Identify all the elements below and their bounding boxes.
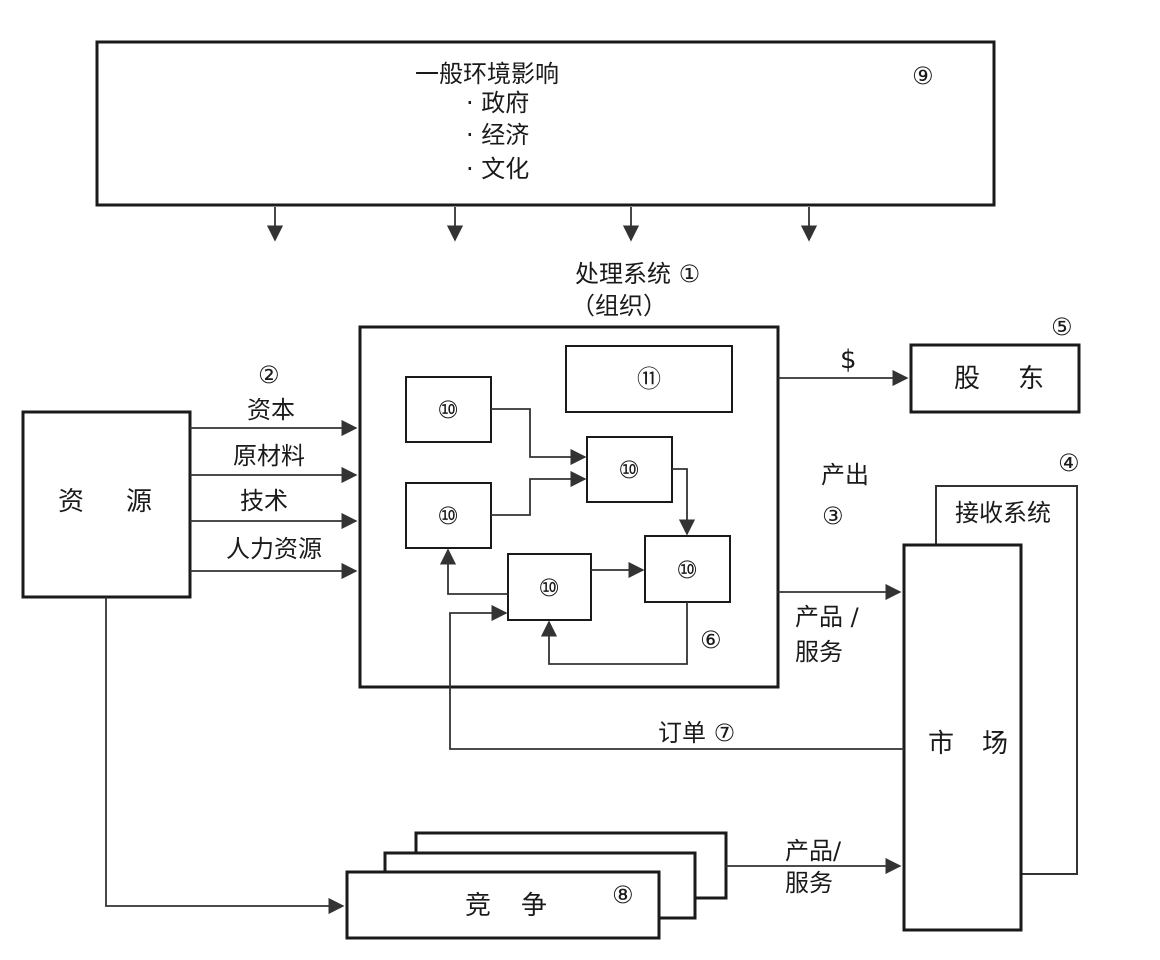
environment-item-culture: · 文化 [466,155,529,183]
receiving-system-frame [935,485,1078,875]
environment-item-government: · 政府 [466,89,529,117]
competition-stack: 竞 争 ⑧ [345,831,728,940]
competition-flow-label-b: 服务 [785,869,833,897]
resources-to-competition-arrow [105,597,345,915]
input-label-technology: 技术 [240,487,288,515]
input-label-materials: 原材料 [233,442,305,470]
shareholders-label-b: 东 [1018,364,1044,394]
processing-box: ⑪ ⑩ ⑩ ⑩ ⑩ ⑩ ⑥ [358,325,780,689]
resources-number: ② [258,361,280,389]
subsystem-node [507,553,592,621]
node-connector [672,468,696,536]
shareholders-number: ⑤ [1051,313,1073,341]
feedback-loop [540,602,688,665]
subsystem-node [586,436,673,503]
market-label-b: 场 [982,729,1008,759]
feedback-number: ⑥ [700,626,722,654]
input-label-human: 人力资源 [226,535,322,563]
environment-arrows [266,207,818,242]
subsystem-node-label: ⑩ [676,556,698,584]
input-label-capital: 资本 [247,396,295,424]
orders-arrow [449,604,904,750]
subsystem-node [644,535,731,603]
subsystem-node-label: ⑩ [538,574,560,602]
environment-box: 一般环境影响 · 政府 · 经济 · 文化 ⑨ [95,40,996,207]
node-connector [491,408,587,466]
environment-title: 一般环境影响 [415,60,559,88]
environment-number: ⑨ [912,62,934,90]
shareholders-label-a: 股 [954,364,980,394]
output-flow-label-b: 服务 [795,638,843,666]
competition-label-a: 竞 [465,891,491,921]
environment-item-economy: · 经济 [466,121,529,149]
shareholders-box: 股 东 [909,343,1081,414]
top-subsystem-label: ⑪ [637,365,661,393]
competition-number: ⑧ [612,881,634,909]
resources-box: 资 源 [21,410,192,599]
market-box: 市 场 [902,543,1023,932]
competition-flow-label-a: 产品/ [785,837,842,865]
resources-label-b: 源 [126,487,152,517]
processing-title: 处理系统 ① [575,260,700,288]
competition-label-b: 争 [521,891,547,921]
output-flow-label-a: 产品 / [795,603,860,631]
processing-subtitle: （组织） [571,292,667,320]
subsystem-node [405,376,492,443]
receiving-system-number: ④ [1058,449,1080,477]
market-label-a: 市 [928,729,954,759]
output-label: 产出 [821,461,869,489]
node-connector [491,470,587,516]
subsystem-node-label: ⑩ [618,456,640,484]
receiving-system-label: 接收系统 [955,499,1051,527]
resources-label-a: 资 [58,487,84,517]
top-subsystem-box [565,345,733,413]
subsystem-node-label: ⑩ [437,502,459,530]
orders-label: 订单 ⑦ [658,719,735,747]
node-connector [439,548,508,595]
dividend-flow-label: $ [840,345,857,375]
subsystem-node-label: ⑩ [437,396,459,424]
input-arrows [190,419,358,580]
output-number: ③ [822,502,844,530]
